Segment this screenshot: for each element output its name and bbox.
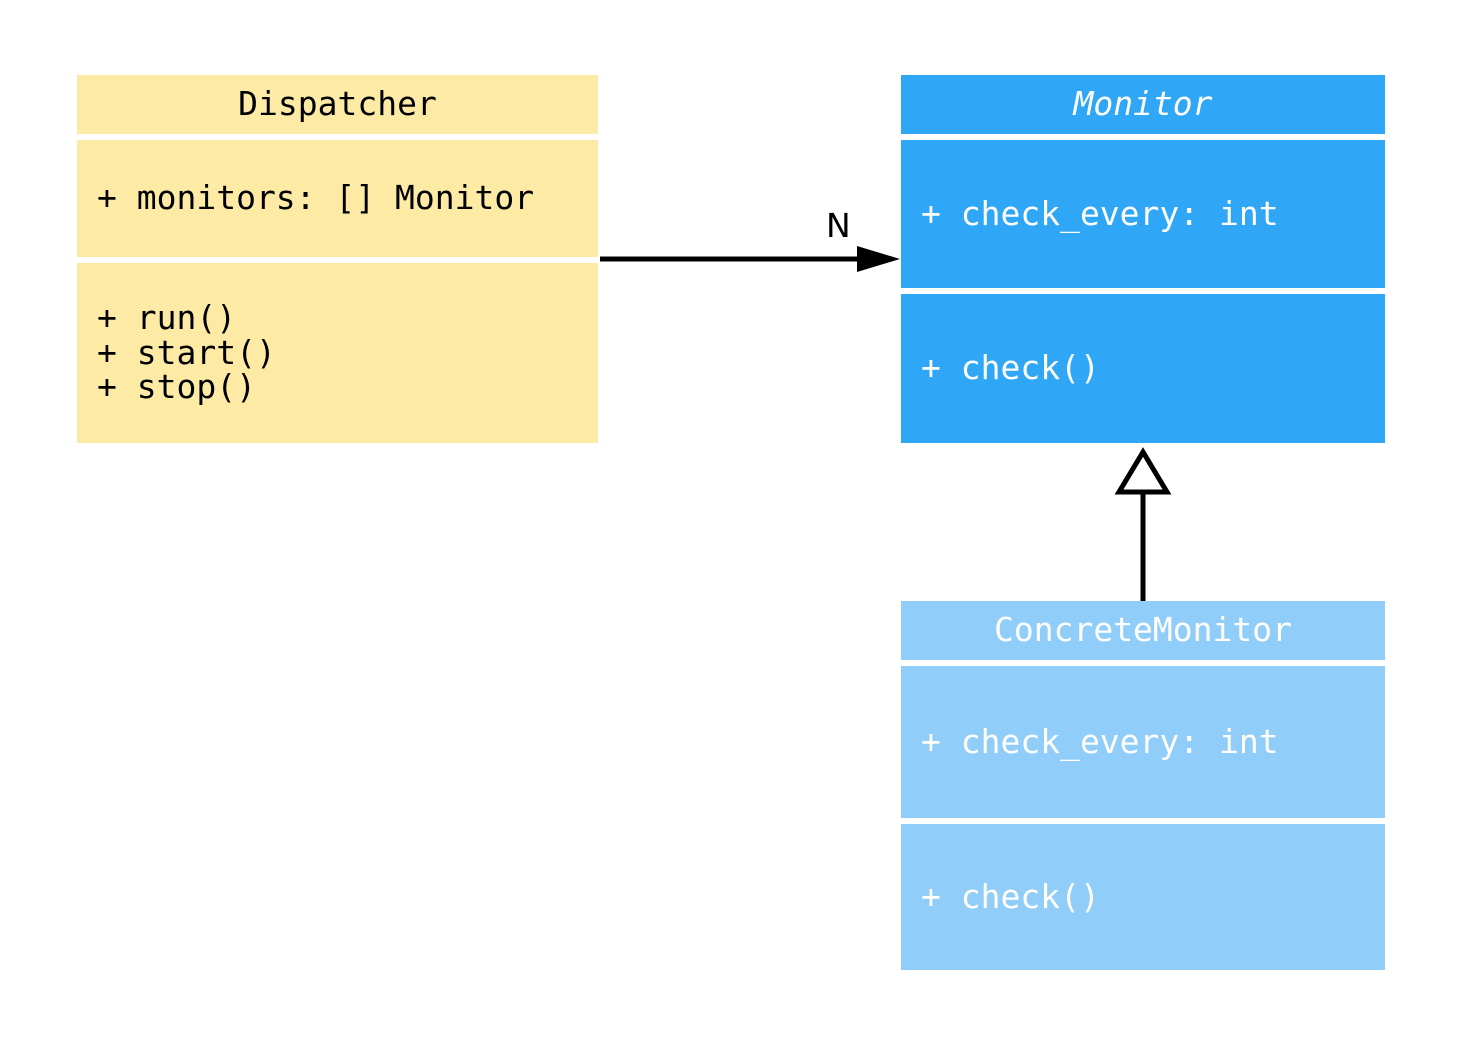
generalization-arrow-concretemonitor-to-monitor [1114,447,1172,601]
association-multiplicity-label: N [826,206,851,245]
class-box-dispatcher: Dispatcher + monitors: [] Monitor + run(… [77,75,598,443]
class-attributes-monitor: + check_every: int [901,140,1385,288]
method-line: + check() [921,348,1100,388]
method-line: + run() [97,297,237,337]
method-line: + stop() [97,367,256,407]
class-methods-concrete-monitor: + check() [901,824,1385,970]
class-title-concrete-monitor: ConcreteMonitor [901,601,1385,660]
class-box-concrete-monitor: ConcreteMonitor + check_every: int + che… [901,601,1385,970]
method-line: + start() [97,332,276,372]
attribute-line: + monitors: [] Monitor [97,178,535,218]
class-methods-monitor: + check() [901,294,1385,443]
method-line: + check() [921,876,1100,916]
attribute-line: + check_every: int [921,193,1279,233]
class-title-dispatcher: Dispatcher [77,75,598,134]
class-methods-dispatcher: + run() + start() + stop() [77,263,598,443]
class-title-monitor: Monitor [901,75,1385,134]
class-attributes-dispatcher: + monitors: [] Monitor [77,140,598,257]
class-attributes-concrete-monitor: + check_every: int [901,666,1385,818]
association-arrow-dispatcher-to-monitor [600,246,900,272]
attribute-line: + check_every: int [921,721,1279,761]
class-box-monitor: Monitor + check_every: int + check() [901,75,1385,443]
